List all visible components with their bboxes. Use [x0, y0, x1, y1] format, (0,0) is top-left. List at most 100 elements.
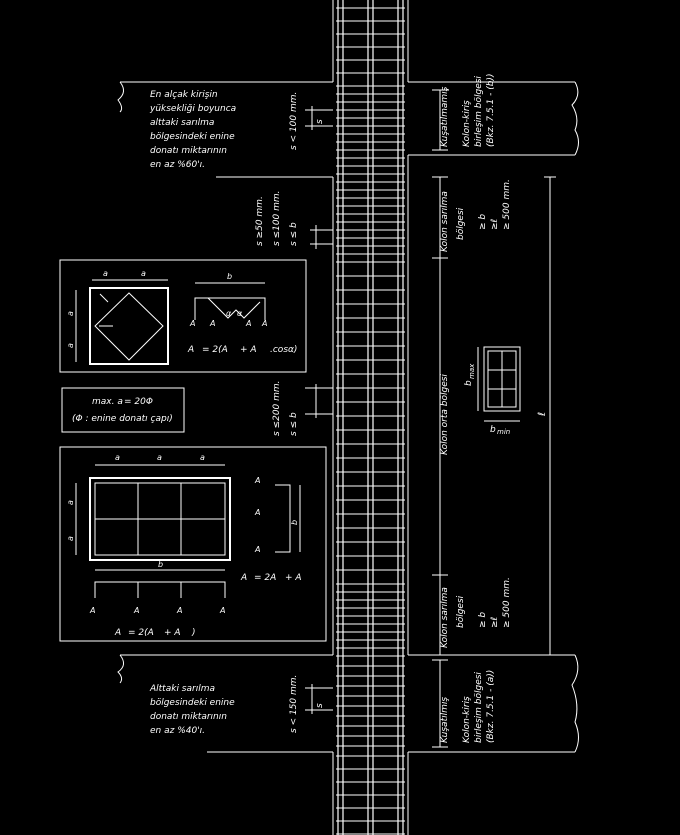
box1-formula-rest3: .cosα): [270, 345, 297, 355]
box2-bottom-1: A: [133, 606, 139, 615]
bmin-sub: min: [497, 428, 510, 436]
box2-bottom-0: A: [89, 606, 95, 615]
dim-bottom-s1: s: [315, 703, 325, 708]
note-bottom-line-1: bölgesindeki enine: [150, 698, 235, 708]
box2-formula1-rest: = 2A: [254, 573, 276, 583]
box2-a1-1: a: [157, 453, 162, 462]
dim-bottom-spacing: s < 150 mm. s: [289, 675, 333, 733]
column-outline: [117, 0, 579, 835]
lower-sarilma-bolgesi: bölgesi: [456, 595, 466, 628]
right-bottom-joint-label: Kuşatılmış Kolon-kiriş birleşim bölgesi …: [432, 659, 496, 748]
detail-box-1: a a a a b A A α α A A A = 2(A + A .cosα): [59, 259, 307, 373]
stirrups: [336, 7, 405, 835]
right-top-kusatilmamis: Kuşatılmamış: [440, 86, 450, 147]
note-bottom-line-2: donatı miktarının: [150, 712, 227, 722]
right-top-kolon-kiris: Kolon-kiriş: [462, 100, 472, 147]
bmax-sub: max: [468, 363, 476, 379]
max-note-line-1: = 20Φ: [124, 397, 153, 407]
box2-formula2-a: A: [114, 628, 121, 638]
note-top-line-0: En alçak kirişin: [150, 90, 218, 100]
note-top-line-3: bölgesindeki enine: [150, 132, 235, 142]
box1-ao2-right: A: [245, 319, 251, 328]
box2-bottom-3: A: [219, 606, 225, 615]
note-bottom-left: Alttaki sarılma bölgesindeki enine donat…: [149, 684, 235, 736]
lower-cond-500: ≥ 500 mm.: [502, 577, 512, 628]
dim-confined-spacing: s ≥50 mm. s ≤100 mm. s ≤ b: [255, 190, 333, 249]
dim-mid-spacing: s ≤200 mm. s ≤ b: [272, 380, 333, 436]
box1-ao2-left: A: [209, 319, 215, 328]
note-bottom-line-0: Alttaki sarılma: [149, 684, 215, 694]
box2-formula2-rest: = 2(A: [128, 628, 154, 638]
orta-label: Kolon orta bölgesi: [440, 374, 450, 455]
small-section: b max b min: [464, 346, 521, 436]
dim-bottom-text: s < 150 mm.: [289, 675, 299, 733]
right-bottom-kolon-kiris: Kolon-kiriş: [462, 696, 472, 743]
box1-formula-rest: = 2(A: [202, 345, 228, 355]
dim-conf-line-0: s ≥50 mm.: [255, 196, 265, 246]
upper-sarilma-bolgesi: bölgesi: [456, 207, 466, 240]
max-note-box: max. a = 20Φ (Φ : enine donatı çapı): [61, 387, 185, 433]
middle-zone: Kolon orta bölgesi: [439, 258, 450, 575]
box2-bk-bottom: b: [158, 560, 163, 569]
note-top-line-2: alttaki sarılma: [150, 118, 214, 128]
lower-cond-ln: ≥ℓ: [490, 617, 500, 628]
dim-top-text: s < 100 mm.: [289, 92, 299, 150]
box1-formula-a: A: [187, 345, 194, 355]
box1-ask-right: A: [261, 319, 267, 328]
note-top-left: En alçak kirişin yüksekliği boyunca altt…: [149, 90, 236, 170]
dim-mid-line-1: s ≤ b: [289, 412, 299, 436]
upper-cond-ln: ≥ℓ: [490, 219, 500, 230]
right-bottom-ref: (Bkz. 7.5.1 - (a)): [486, 670, 496, 743]
right-top-birlesim: birleşim bölgesi: [474, 76, 484, 147]
box2-a1-0: a: [115, 453, 120, 462]
box2-a1-2: a: [200, 453, 205, 462]
max-note-line-0: max. a: [92, 397, 123, 407]
box2-formula2-end: ): [191, 628, 196, 638]
box1-formula-rest2: + A: [240, 345, 257, 355]
box1-alpha-2: α: [237, 309, 243, 318]
box2-right-1: A: [254, 508, 260, 517]
box1-a1-left: a: [103, 269, 108, 278]
box2-formula2-mid: + A: [164, 628, 181, 638]
note-top-line-1: yüksekliği boyunca: [149, 104, 236, 114]
box1-alpha-1: α: [226, 309, 232, 318]
right-bottom-kusatilmis: Kuşatılmış: [440, 697, 450, 743]
dim-conf-line-1: s ≤100 mm.: [272, 190, 282, 246]
box2-bk-right: b: [290, 520, 299, 525]
box2-formula1-end: + A: [285, 573, 302, 583]
right-bottom-birlesim: birleşim bölgesi: [474, 672, 484, 743]
box1-a1-bottom: a: [66, 343, 75, 348]
dim-conf-line-2: s ≤ b: [289, 222, 299, 246]
bmin-label: b: [490, 425, 496, 435]
dim-top-s1: s: [315, 119, 325, 124]
dim-mid-line-0: s ≤200 mm.: [272, 380, 282, 436]
note-bottom-line-3: en az %40'ı.: [150, 726, 205, 736]
right-top-joint-label: Kuşatılmamış Kolon-kiriş birleşim bölges…: [432, 74, 496, 151]
note-top-line-5: en az %60'ı.: [150, 160, 205, 170]
lower-cond-bmax: ≥ b: [478, 612, 488, 628]
box2-a1-left-1: a: [66, 536, 75, 541]
max-note-line-2: (Φ : enine donatı çapı): [72, 414, 173, 424]
lower-sarilma-label: Kolon sarılma: [440, 587, 450, 648]
detail-box-2: a a a a a b A A A b A A A A A = 2A + A A…: [59, 446, 327, 642]
box1-bk: b: [227, 272, 232, 281]
box2-a1-left-0: a: [66, 500, 75, 505]
box2-bottom-2: A: [176, 606, 182, 615]
longitudinal-bars: [337, 0, 404, 835]
box1-a1-right: a: [141, 269, 146, 278]
dim-top-spacing: s < 100 mm. s: [289, 92, 333, 150]
box2-formula1-a: A: [240, 573, 247, 583]
box2-right-0: A: [254, 476, 260, 485]
note-top-line-4: donatı miktarının: [150, 146, 227, 156]
bmax-label: b: [464, 380, 474, 386]
upper-cond-500: ≥ 500 mm.: [502, 179, 512, 230]
upper-sarilma-label: Kolon sarılma: [440, 191, 450, 252]
ln-dimension: ℓ: [537, 176, 556, 656]
box1-ask-left: A: [189, 319, 195, 328]
ln-label: ℓ: [537, 412, 548, 416]
lower-confinement-zone: Kolon sarılma bölgesi ≥ b ≥ℓ ≥ 500 mm.: [432, 574, 512, 655]
box1-a1-top: a: [66, 311, 75, 316]
box2-right-2: A: [254, 545, 260, 554]
